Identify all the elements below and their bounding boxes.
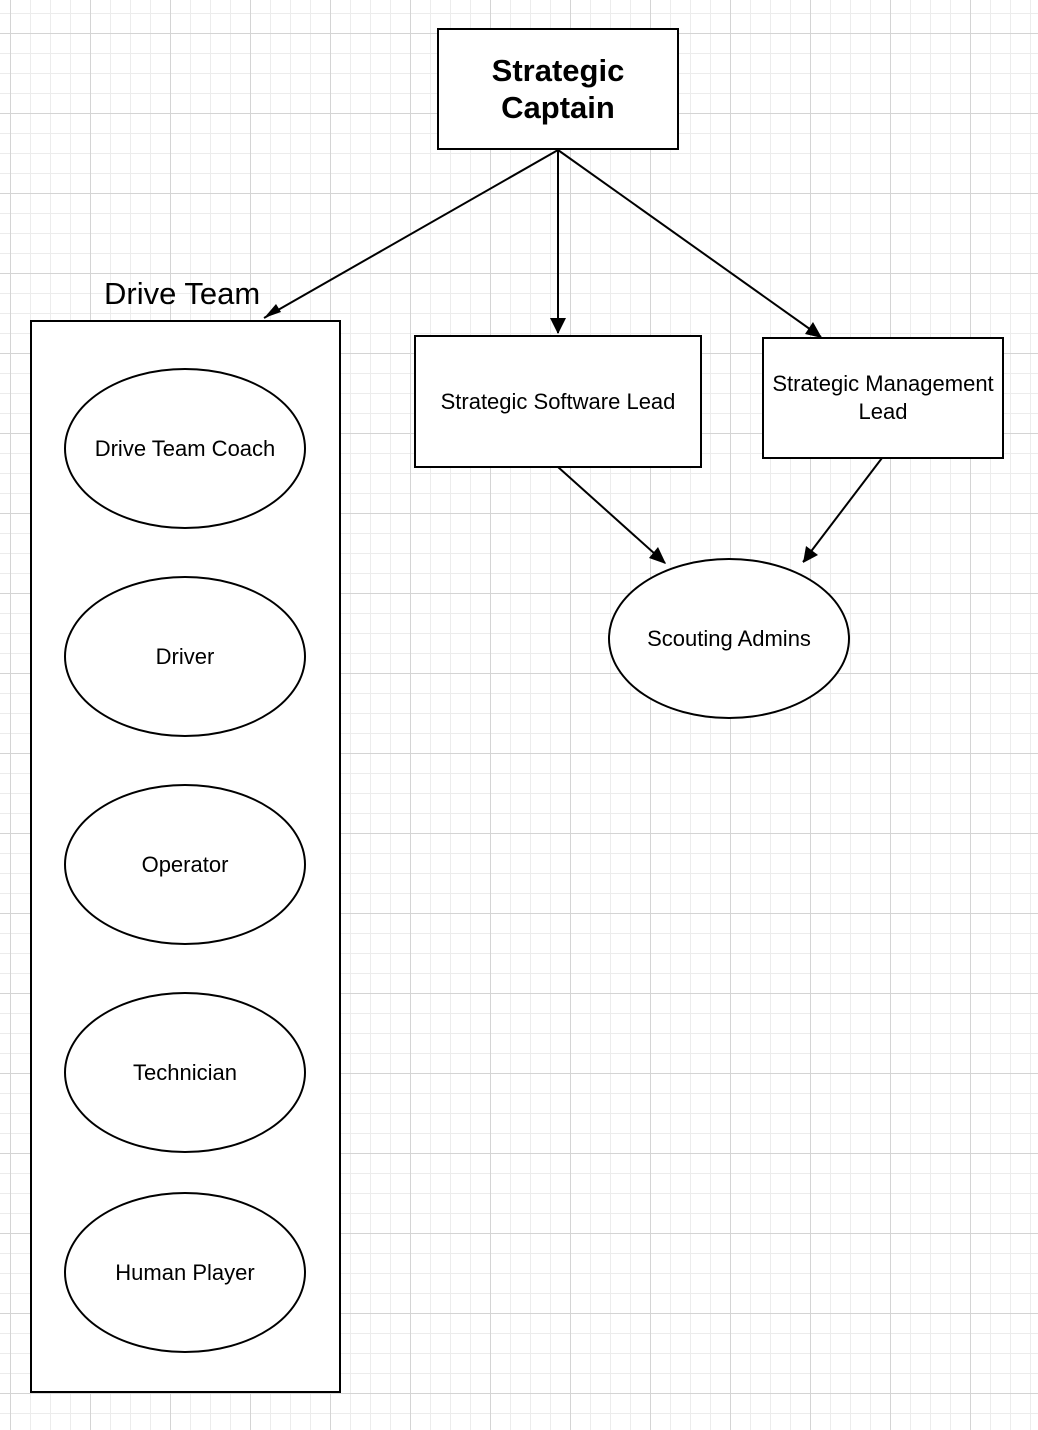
human-player-node[interactable]: Human Player xyxy=(64,1192,306,1353)
scouting-admins-node[interactable]: Scouting Admins xyxy=(608,558,850,719)
edge-software-lead-to-scouting xyxy=(557,466,666,564)
strategic-management-lead-node[interactable]: Strategic Management Lead xyxy=(762,337,1004,459)
human-player-label: Human Player xyxy=(115,1259,255,1285)
strategic-software-lead-node[interactable]: Strategic Software Lead xyxy=(414,335,702,468)
operator-node[interactable]: Operator xyxy=(64,784,306,945)
technician-node[interactable]: Technician xyxy=(64,992,306,1153)
drive-team-coach-label: Drive Team Coach xyxy=(94,435,276,461)
edge-management-lead-to-scouting xyxy=(802,457,883,563)
arrowhead-scouting-from-software xyxy=(649,547,666,564)
arrowhead-software-lead xyxy=(550,318,566,334)
technician-label: Technician xyxy=(133,1059,237,1085)
arrowhead-scouting-from-management xyxy=(803,546,818,563)
strategic-captain-label: Strategic Captain xyxy=(491,53,625,125)
driver-label: Driver xyxy=(155,643,215,669)
driver-node[interactable]: Driver xyxy=(64,576,306,737)
strategic-software-lead-label: Strategic Software Lead xyxy=(440,388,676,414)
arrowhead-management-lead xyxy=(805,322,822,338)
drive-team-coach-node[interactable]: Drive Team Coach xyxy=(64,368,306,529)
operator-label: Operator xyxy=(141,851,229,877)
edge-captain-to-management-lead xyxy=(557,149,822,338)
strategic-management-lead-label: Strategic Management Lead xyxy=(772,371,994,424)
strategic-captain-node[interactable]: Strategic Captain xyxy=(437,28,679,150)
scouting-admins-label: Scouting Admins xyxy=(647,625,811,651)
edge-captain-to-drive-team xyxy=(263,149,559,319)
arrowhead-drive-team xyxy=(264,304,281,318)
drive-team-title: Drive Team xyxy=(104,276,261,311)
